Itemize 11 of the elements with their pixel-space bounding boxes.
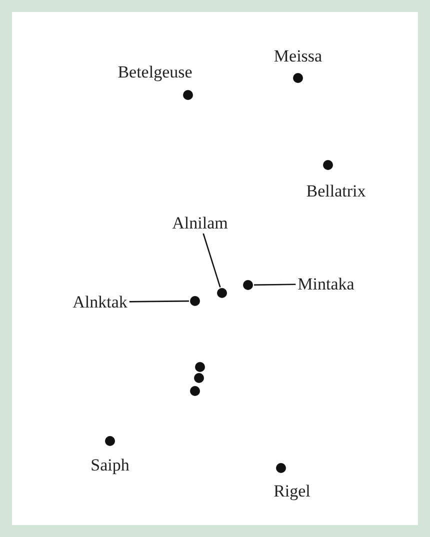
leader-line xyxy=(254,284,296,286)
star-name: Meissa xyxy=(274,48,322,64)
star-name: Betelgeuse xyxy=(118,64,192,80)
star-name: Rigel xyxy=(274,482,310,500)
star-name: Bellatrix xyxy=(306,182,366,200)
star-name: Saiph xyxy=(90,456,130,474)
leader-line xyxy=(202,233,221,288)
star-name: Mintaka xyxy=(298,276,354,292)
star-name: Alnilam xyxy=(172,214,228,232)
star-name: Alnktak xyxy=(72,294,128,310)
leader-line xyxy=(129,300,189,302)
